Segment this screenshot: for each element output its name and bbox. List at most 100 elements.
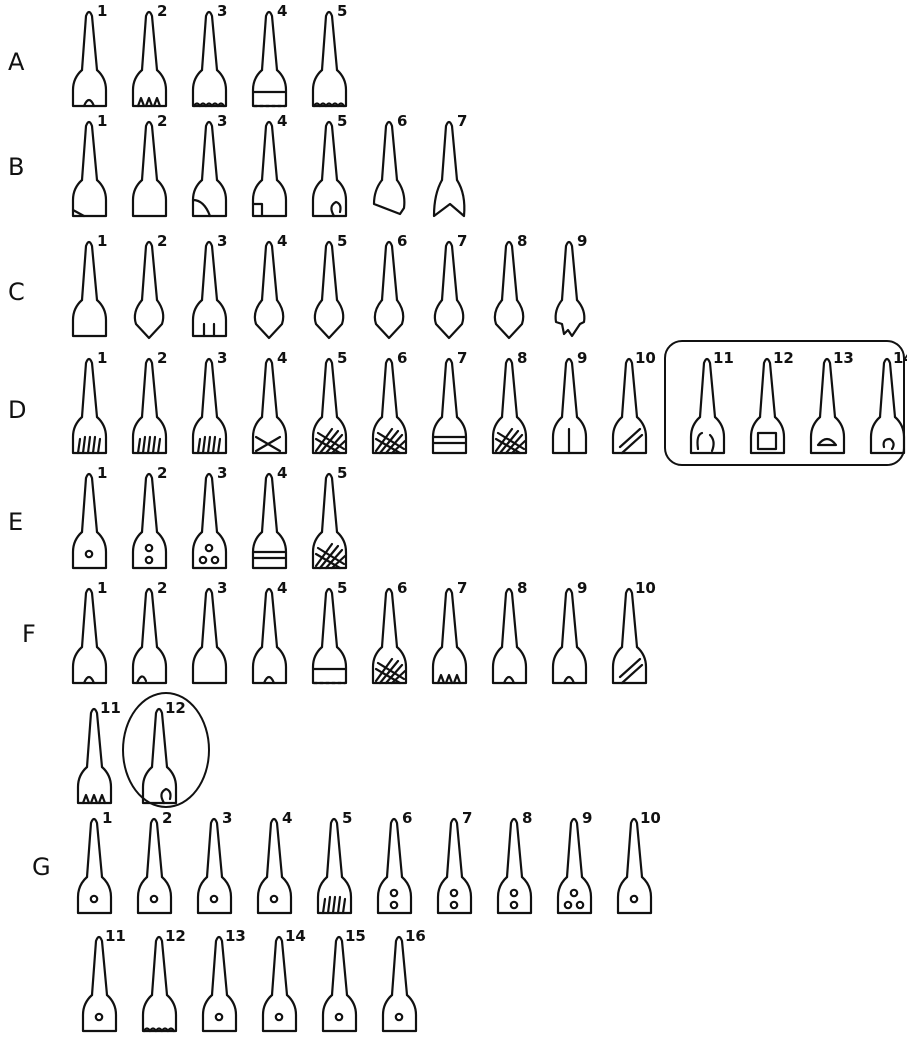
- tooth-number: 2: [157, 581, 167, 596]
- tooth-drawing: [130, 8, 170, 118]
- tooth-drawing: [610, 585, 650, 695]
- tooth-drawing: [70, 470, 110, 580]
- tooth-drawing: [370, 355, 410, 465]
- tooth-drawing: [130, 585, 170, 695]
- tooth-f-1: 1: [70, 585, 110, 695]
- tooth-drawing: [550, 355, 590, 465]
- tooth-number: 14: [285, 929, 306, 944]
- tooth-drawing: [190, 118, 230, 228]
- tooth-drawing: [130, 118, 170, 228]
- tooth-f-7: 7: [430, 585, 470, 695]
- tooth-drawing: [610, 355, 650, 465]
- tooth-number: 1: [97, 351, 107, 366]
- tooth-number: 6: [397, 234, 407, 249]
- tooth-number: 1: [97, 4, 107, 19]
- tooth-g-4: 4: [255, 815, 295, 925]
- tooth-number: 9: [582, 811, 592, 826]
- tooth-number: 4: [277, 4, 287, 19]
- tooth-c-7: 7: [430, 238, 470, 348]
- tooth-b-3: 3: [190, 118, 230, 228]
- tooth-g-8: 8: [495, 815, 535, 925]
- tooth-number: 5: [337, 114, 347, 129]
- tooth-number: 3: [217, 234, 227, 249]
- tooth-number: 4: [277, 466, 287, 481]
- tooth-c-2: 2: [130, 238, 170, 348]
- tooth-number: 7: [457, 234, 467, 249]
- tooth-d-2: 2: [130, 355, 170, 465]
- tooth-drawing: [495, 815, 535, 925]
- tooth-drawing: [130, 470, 170, 580]
- tooth-number: 4: [277, 351, 287, 366]
- tooth-drawing: [375, 815, 415, 925]
- tooth-g-1: 1: [75, 815, 115, 925]
- tooth-number: 5: [337, 351, 347, 366]
- tooth-d-6: 6: [370, 355, 410, 465]
- tooth-number: 2: [162, 811, 172, 826]
- tooth-b-5: 5: [310, 118, 350, 228]
- tooth-drawing: [130, 355, 170, 465]
- tooth-number: 6: [402, 811, 412, 826]
- tooth-f-3: 3: [190, 585, 230, 695]
- tooth-drawing: [190, 355, 230, 465]
- tooth-number: 2: [157, 114, 167, 129]
- row-label-g: G: [32, 855, 51, 879]
- tooth-b-4: 4: [250, 118, 290, 228]
- tooth-c-9: 9: [550, 238, 590, 348]
- tooth-number: 3: [217, 114, 227, 129]
- tooth-number: 10: [640, 811, 661, 826]
- tooth-number: 2: [157, 351, 167, 366]
- tooth-f-6: 6: [370, 585, 410, 695]
- tooth-a-2: 2: [130, 8, 170, 118]
- tooth-c-4: 4: [250, 238, 290, 348]
- tooth-a-1: 1: [70, 8, 110, 118]
- tooth-b-7: 7: [430, 118, 470, 228]
- tooth-drawing: [490, 238, 530, 348]
- tooth-drawing: [250, 118, 290, 228]
- tooth-c-3: 3: [190, 238, 230, 348]
- tooth-f-11: 11: [75, 705, 115, 815]
- tooth-number: 12: [165, 929, 186, 944]
- tooth-drawing: [250, 238, 290, 348]
- tooth-d-9: 9: [550, 355, 590, 465]
- tooth-f-4: 4: [250, 585, 290, 695]
- tooth-number: 16: [405, 929, 426, 944]
- tooth-number: 1: [97, 466, 107, 481]
- tooth-number: 9: [577, 234, 587, 249]
- tooth-drawing: [70, 585, 110, 695]
- row-f-12-ellipse: [122, 692, 210, 808]
- tooth-drawing: [70, 8, 110, 118]
- tooth-drawing: [430, 355, 470, 465]
- tooth-g-2: 2: [135, 815, 175, 925]
- tooth-drawing: [75, 815, 115, 925]
- tooth-drawing: [310, 470, 350, 580]
- row-label-f: F: [22, 622, 36, 646]
- tooth-e-4: 4: [250, 470, 290, 580]
- tooth-number: 3: [217, 4, 227, 19]
- tooth-b-1: 1: [70, 118, 110, 228]
- tooth-number: 8: [517, 581, 527, 596]
- tooth-number: 6: [397, 351, 407, 366]
- tooth-f-2: 2: [130, 585, 170, 695]
- tooth-number: 3: [217, 466, 227, 481]
- tooth-drawing: [550, 238, 590, 348]
- tooth-g-7: 7: [435, 815, 475, 925]
- tooth-e-1: 1: [70, 470, 110, 580]
- tooth-number: 2: [157, 466, 167, 481]
- tooth-drawing: [550, 585, 590, 695]
- tooth-number: 11: [105, 929, 126, 944]
- tooth-drawing: [370, 238, 410, 348]
- tooth-a-5: 5: [310, 8, 350, 118]
- tooth-drawing: [135, 815, 175, 925]
- tooth-number: 1: [97, 234, 107, 249]
- tooth-a-4: 4: [250, 8, 290, 118]
- tooth-number: 5: [337, 466, 347, 481]
- tooth-number: 3: [217, 581, 227, 596]
- tooth-f-5: 5: [310, 585, 350, 695]
- tooth-number: 4: [277, 114, 287, 129]
- tooth-drawing: [310, 118, 350, 228]
- tooth-d-10: 10: [610, 355, 650, 465]
- tooth-drawing: [435, 815, 475, 925]
- tooth-number: 1: [97, 114, 107, 129]
- tooth-g-10: 10: [615, 815, 655, 925]
- tooth-f-8: 8: [490, 585, 530, 695]
